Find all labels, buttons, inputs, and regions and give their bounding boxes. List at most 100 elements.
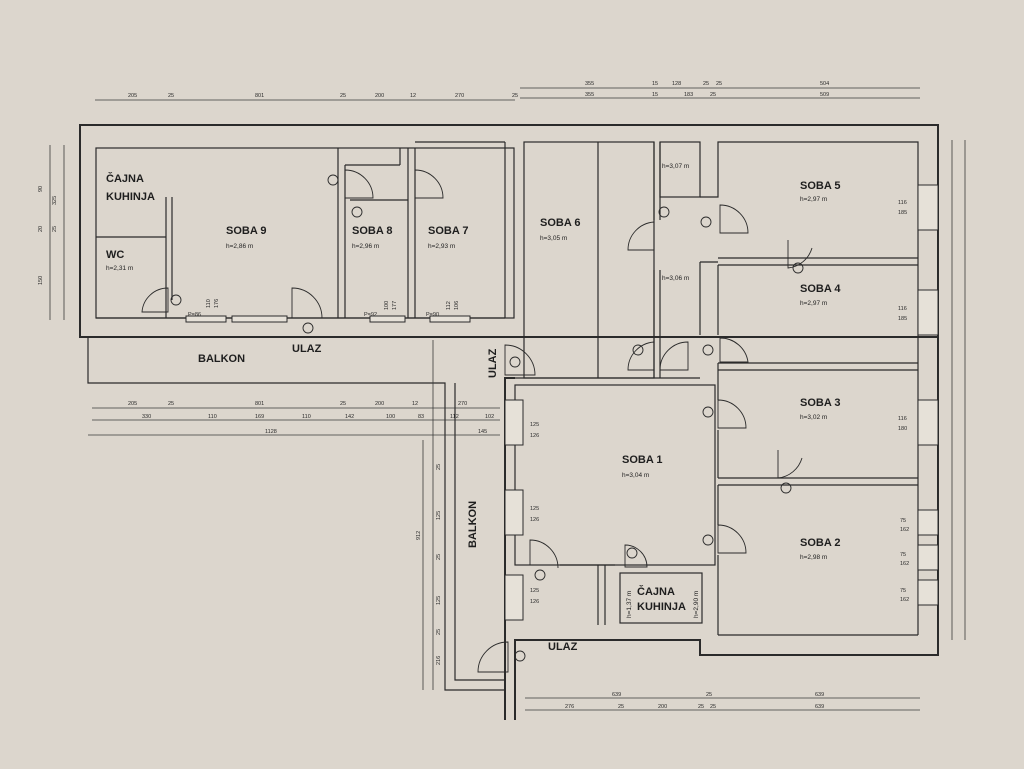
rwin-5b: 162 bbox=[900, 561, 909, 567]
door-label-6: 100 bbox=[384, 301, 390, 310]
dim-tr1-6: 504 bbox=[820, 81, 829, 87]
soba8-name: SOBA 8 bbox=[352, 225, 393, 237]
light-icon bbox=[700, 216, 712, 228]
soba4-name: SOBA 4 bbox=[800, 283, 841, 295]
rwin-2a: 116 bbox=[898, 306, 907, 312]
dim-mid1-4: 25 bbox=[340, 401, 346, 407]
dim-mid2-8: 112 bbox=[450, 414, 459, 420]
dim-tr1-2: 15 bbox=[652, 81, 658, 87]
dim-bot2-3: 200 bbox=[658, 704, 667, 710]
dim-top-6: 12 bbox=[410, 93, 416, 99]
dim-bot2-4: 25 bbox=[698, 704, 704, 710]
dim-bot1-1: 639 bbox=[612, 692, 621, 698]
soba6-name: SOBA 6 bbox=[540, 217, 581, 229]
dim-mid1-5: 200 bbox=[375, 401, 384, 407]
door-soba5 bbox=[719, 204, 749, 234]
dim-mid2-9: 102 bbox=[485, 414, 494, 420]
dim-tr2-2: 15 bbox=[652, 92, 658, 98]
soba5-height: h=2,97 m bbox=[800, 196, 827, 203]
soba6-height: h=3,05 m bbox=[540, 235, 567, 242]
soba9-height: h=2,86 m bbox=[226, 243, 253, 250]
cajna-kuhinja-bottom-line1: ČAJNA bbox=[637, 585, 675, 598]
win-size-3b: 126 bbox=[530, 599, 539, 605]
windows bbox=[185, 184, 939, 621]
dim-mid1-1: 205 bbox=[128, 401, 137, 407]
window-size-labels: 125 126 125 126 125 126 bbox=[530, 422, 539, 605]
wc-height: h=2,31 m bbox=[106, 265, 133, 272]
dim-left-2: 20 bbox=[38, 226, 44, 232]
dim-top-4: 25 bbox=[340, 93, 346, 99]
dim-left-1: 90 bbox=[38, 186, 44, 192]
dim-mid2-2: 110 bbox=[208, 414, 217, 420]
dim-mid2-3: 169 bbox=[255, 414, 264, 420]
dim-vert-7: 216 bbox=[436, 656, 442, 665]
dim-top-8: 25 bbox=[512, 93, 518, 99]
top-dimension-lines: 205 25 801 25 200 12 270 25 355 15 128 2… bbox=[95, 81, 920, 101]
area-labels: BALKON ULAZ ULAZ BALKON ULAZ bbox=[198, 343, 578, 653]
window-soba3 bbox=[917, 399, 939, 446]
dim-vert-6: 25 bbox=[436, 629, 442, 635]
dim-mid3-1: 1128 bbox=[265, 429, 277, 435]
door-label-5: 176 bbox=[214, 299, 220, 308]
soba7-height: h=2,93 m bbox=[428, 243, 455, 250]
light-icon bbox=[792, 262, 804, 274]
win-size-1a: 125 bbox=[530, 422, 539, 428]
dim-vert-1: 912 bbox=[416, 531, 422, 540]
window-soba5 bbox=[917, 184, 939, 231]
light-icon bbox=[170, 294, 182, 306]
soba1-name: SOBA 1 bbox=[622, 454, 663, 466]
dim-bot2-1: 276 bbox=[565, 704, 574, 710]
light-icon bbox=[327, 174, 339, 186]
dim-top-1: 205 bbox=[128, 93, 137, 99]
right-dimension-lines bbox=[951, 140, 966, 640]
door-label-1: P=86 bbox=[188, 312, 201, 318]
window-soba1-a bbox=[504, 399, 524, 446]
door-soba8 bbox=[344, 169, 374, 199]
dim-mid2-5: 142 bbox=[345, 414, 354, 420]
mid-dimension-lines: 205 25 801 25 200 12 270 330 110 169 110… bbox=[88, 340, 500, 690]
window-soba9-a bbox=[185, 315, 227, 323]
doors bbox=[141, 169, 813, 673]
door-soba4-b bbox=[787, 240, 813, 269]
dim-vert-3: 125 bbox=[436, 511, 442, 520]
window-soba2-b bbox=[917, 544, 939, 571]
door-label-4: 110 bbox=[206, 299, 212, 308]
door-ulaz-left bbox=[504, 344, 536, 376]
dim-mid2-6: 100 bbox=[386, 414, 395, 420]
light-icon bbox=[509, 356, 521, 368]
window-soba8 bbox=[369, 315, 406, 323]
rwin-1a: 116 bbox=[898, 200, 907, 206]
light-icon bbox=[534, 569, 546, 581]
rwin-1b: 185 bbox=[898, 210, 907, 216]
light-icon bbox=[658, 206, 670, 218]
win-size-1b: 126 bbox=[530, 433, 539, 439]
win-size-2b: 126 bbox=[530, 517, 539, 523]
soba2-height: h=2,98 m bbox=[800, 554, 827, 561]
dim-mid3-2: 145 bbox=[478, 429, 487, 435]
wc-name: WC bbox=[106, 249, 124, 261]
dim-tr1-4: 25 bbox=[703, 81, 709, 87]
balkon-side-label: BALKON bbox=[467, 501, 479, 548]
dim-top-3: 801 bbox=[255, 93, 264, 99]
win-size-3a: 125 bbox=[530, 588, 539, 594]
window-soba7 bbox=[429, 315, 471, 323]
dim-tr2-5: 509 bbox=[820, 92, 829, 98]
door-soba2-b bbox=[777, 450, 803, 479]
door-label-3: P=90 bbox=[426, 312, 439, 318]
light-icon bbox=[702, 344, 714, 356]
dim-bot2-6: 639 bbox=[815, 704, 824, 710]
dim-bot1-2: 25 bbox=[706, 692, 712, 698]
dim-mid1-6: 12 bbox=[412, 401, 418, 407]
hall-mid-height: h=3,06 m bbox=[662, 275, 689, 282]
soba5-name: SOBA 5 bbox=[800, 180, 841, 192]
hall-top-height: h=3,07 m bbox=[662, 163, 689, 170]
right-window-size-labels: 116 185 116 185 116 180 75 162 75 162 75… bbox=[898, 200, 909, 603]
light-icon bbox=[302, 322, 314, 334]
dim-vert-2: 25 bbox=[436, 464, 442, 470]
rwin-6a: 75 bbox=[900, 588, 906, 594]
light-icon bbox=[780, 482, 792, 494]
balkon-top-label: BALKON bbox=[198, 353, 245, 365]
dim-bot2-2: 25 bbox=[618, 704, 624, 710]
dim-bot2-5: 25 bbox=[710, 704, 716, 710]
